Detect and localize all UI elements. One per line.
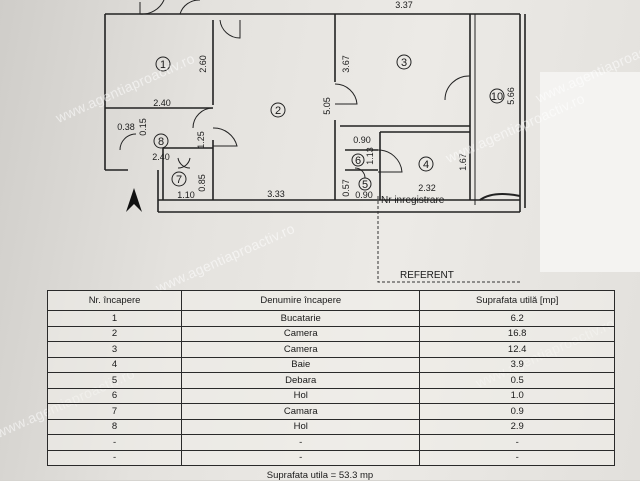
dimension-label: 2.32	[418, 183, 436, 193]
cell: -	[181, 434, 421, 451]
dimension-label: 1.10	[177, 190, 195, 200]
stamp-text: Nr inregistrare	[381, 195, 445, 206]
room-number: 1	[160, 59, 166, 71]
dimension-label: 2.60	[198, 55, 208, 73]
dimension-label: 1.13	[365, 147, 375, 165]
referent-text: REFERENT	[400, 270, 454, 281]
rooms-table: Nr. încapere Denumire încapere Suprafata…	[46, 290, 615, 466]
room-number: 2	[275, 105, 281, 117]
dimension-label: 0.85	[197, 174, 207, 192]
cell: Debara	[181, 372, 421, 389]
dimension-label: 5.05	[322, 97, 332, 115]
cell: 1.0	[419, 387, 615, 404]
north-arrow-icon	[126, 188, 142, 212]
cell: 12.4	[419, 341, 615, 358]
room-number: 8	[158, 136, 164, 148]
dimension-label: 2.40	[153, 98, 171, 108]
cell: -	[419, 434, 615, 451]
cell: 1	[46, 310, 183, 327]
room-number: 3	[401, 57, 407, 69]
dimension-label: 0.38	[117, 122, 135, 132]
cell: 5	[46, 372, 183, 389]
cell: -	[181, 449, 421, 466]
cell: 6.2	[419, 310, 615, 327]
dimension-label: 3.67	[341, 55, 351, 73]
cell: 3	[46, 341, 183, 358]
room-number: 4	[423, 159, 429, 171]
dimension-label: 0.15	[138, 118, 148, 136]
dimension-label: 1.25	[196, 131, 206, 149]
cell: 3.9	[419, 356, 615, 373]
column-header: Suprafata utilă [mp]	[419, 290, 615, 311]
cell: 0.5	[419, 372, 615, 389]
cell: -	[46, 449, 183, 466]
cell: Baie	[181, 356, 421, 373]
cell: Camara	[181, 403, 421, 420]
cell: Hol	[181, 387, 421, 404]
dimension-label: 2.40	[152, 152, 170, 162]
cell: 4	[46, 356, 183, 373]
dimension-label: 3.33	[267, 189, 285, 199]
blank-area	[540, 72, 640, 272]
cell: -	[419, 449, 615, 466]
cell: 7	[46, 403, 183, 420]
cell: 6	[46, 387, 183, 404]
cell: Hol	[181, 418, 421, 435]
dimension-label: 0.57	[341, 179, 351, 197]
table-header-row: Nr. încapere Denumire încapere Suprafata…	[46, 290, 615, 311]
table-row: ---	[46, 434, 615, 451]
cell: Bucatarie	[181, 310, 421, 327]
dimension-label: 0.90	[355, 190, 373, 200]
cell: -	[46, 434, 183, 451]
column-header: Nr. încapere	[46, 290, 183, 311]
dimension-label: 5.66	[506, 87, 516, 105]
cell: 8	[46, 418, 183, 435]
cell: 16.8	[419, 325, 615, 342]
cell: Camera	[181, 341, 421, 358]
table-row: ---	[46, 449, 615, 466]
cell: 2	[46, 325, 183, 342]
room-number: 6	[355, 155, 361, 167]
room-number: 10	[491, 91, 503, 103]
room-number: 7	[176, 174, 182, 186]
floor-plan: 1 2 3 4 5 6 7 8 10 3.37 2.60 2.40 3.67 5…	[104, 0, 526, 283]
dimension-label: 0.90	[353, 135, 371, 145]
dimension-label: 3.37	[395, 0, 413, 10]
dimension-label: 1.67	[458, 153, 468, 171]
room-number: 5	[362, 179, 368, 191]
total-area-text: Suprafata utila = 53.3 mp	[266, 470, 374, 481]
cell: 2.9	[419, 418, 615, 435]
cell: Camera	[181, 325, 421, 342]
column-header: Denumire încapere	[181, 290, 421, 311]
cell: 0.9	[419, 403, 615, 420]
